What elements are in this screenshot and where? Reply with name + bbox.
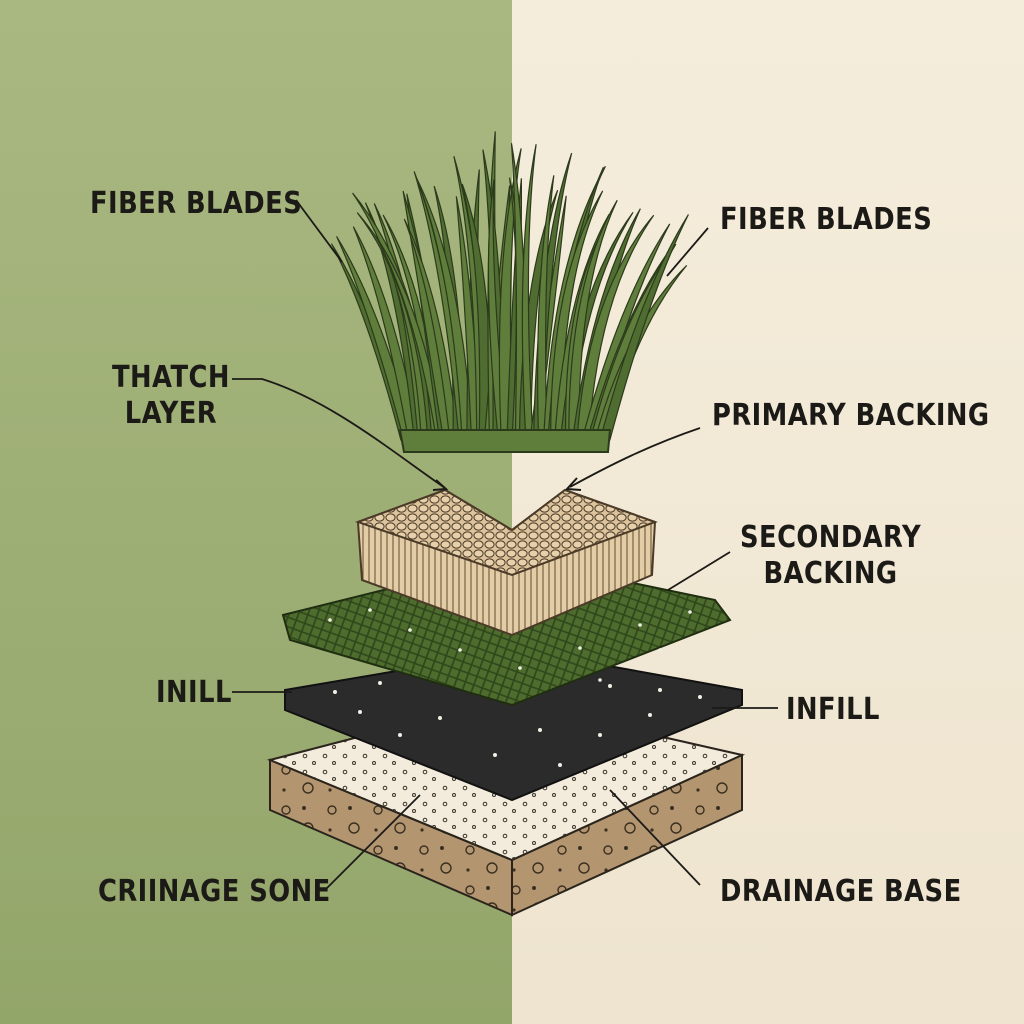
- label-thatch-layer-line1: THATCH: [112, 360, 230, 395]
- leader-primary-backing: [569, 427, 701, 488]
- label-thatch-layer-line2: LAYER: [124, 396, 218, 431]
- fiber-blade: [576, 214, 655, 441]
- fiber-blade: [416, 178, 473, 441]
- label-fiber-blades-right: FIBER BLADES: [720, 202, 933, 237]
- label-fiber-blades-left: FIBER BLADES: [90, 186, 303, 221]
- leader-secondary-backing: [667, 551, 731, 591]
- fiber-blades: [330, 131, 689, 453]
- arrow-thatch-layer: [432, 479, 449, 491]
- fiber-blade: [521, 144, 537, 441]
- leader-criinage-sone: [324, 794, 421, 891]
- thatch-layer: [355, 488, 658, 637]
- fiber-blade: [568, 199, 618, 441]
- label-secondary-backing-line2: BACKING: [763, 556, 898, 591]
- leader-fiber-blades-left: [295, 199, 343, 263]
- fiber-blade: [537, 175, 555, 441]
- label-infill: INFILL: [786, 692, 880, 727]
- label-primary-backing: PRIMARY BACKING: [712, 398, 990, 433]
- fiber-blade: [403, 218, 459, 441]
- label-drainage-base: DRAINAGE BASE: [720, 874, 962, 909]
- leader-drainage-base: [609, 789, 701, 886]
- label-thatch-layer: THATCH LAYER: [112, 360, 230, 432]
- leader-fiber-blades-right: [666, 227, 709, 277]
- label-secondary-backing: SECONDARY BACKING: [740, 520, 921, 592]
- leader-thatch-layer: [232, 378, 446, 489]
- label-criinage-sone: CRIINAGE SONE: [98, 874, 331, 909]
- fiber-blade: [599, 214, 689, 441]
- arrow-primary-backing: [564, 477, 582, 491]
- label-secondary-backing-line1: SECONDARY: [740, 520, 922, 555]
- label-inill: INILL: [156, 675, 232, 710]
